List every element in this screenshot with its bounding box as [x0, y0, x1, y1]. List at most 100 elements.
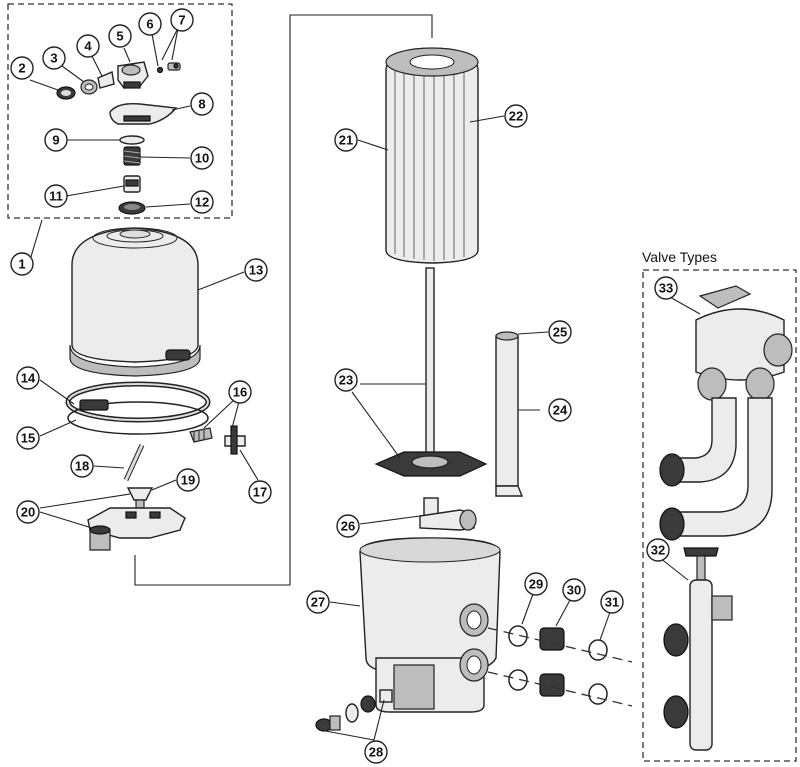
callout-28: 28 [364, 740, 388, 764]
svg-text:30: 30 [567, 583, 581, 598]
svg-text:6: 6 [146, 17, 153, 32]
svg-text:14: 14 [21, 371, 36, 386]
callout-16: 16 [228, 380, 252, 404]
svg-text:10: 10 [195, 151, 209, 166]
callout-29: 29 [524, 572, 548, 596]
callout-15: 15 [16, 426, 40, 450]
callout-7: 7 [170, 8, 194, 32]
svg-text:22: 22 [509, 109, 523, 124]
callout-8: 8 [190, 92, 214, 116]
svg-text:28: 28 [369, 745, 383, 760]
callout-22: 22 [504, 104, 528, 128]
svg-text:4: 4 [84, 39, 92, 54]
svg-text:17: 17 [253, 485, 267, 500]
callout-19: 19 [176, 468, 200, 492]
callout-13: 13 [244, 258, 268, 282]
callout-32: 32 [646, 538, 670, 562]
callout-24: 24 [548, 398, 572, 422]
svg-text:26: 26 [341, 519, 355, 534]
callout-21: 21 [334, 128, 358, 152]
callout-17: 17 [248, 480, 272, 504]
svg-text:33: 33 [659, 281, 673, 296]
part-7-screw [167, 62, 181, 71]
part-14-clamp-ring [65, 381, 211, 435]
svg-text:12: 12 [195, 195, 209, 210]
callout-27: 27 [306, 590, 330, 614]
svg-text:31: 31 [605, 595, 619, 610]
callout-12: 12 [190, 190, 214, 214]
part-17-drain-plug [224, 425, 246, 455]
callout-26: 26 [336, 514, 360, 538]
part-28-drain-assembly [315, 689, 393, 732]
svg-text:5: 5 [116, 29, 123, 44]
part-4-cone [97, 71, 115, 89]
union-centerline-upper [487, 627, 633, 663]
part-24-bypass-pipe [495, 331, 524, 497]
callout-20: 20 [16, 500, 40, 524]
union-centerline-lower [487, 671, 633, 707]
svg-text:23: 23 [339, 373, 353, 388]
part-21-filter-element [385, 47, 479, 264]
svg-text:21: 21 [339, 133, 353, 148]
part-10-spring [123, 146, 141, 166]
part-12-nut [118, 201, 146, 215]
svg-text:1: 1 [18, 257, 25, 272]
callout-14: 14 [16, 366, 40, 390]
part-18-air-tube [123, 443, 145, 482]
svg-text:11: 11 [49, 189, 63, 204]
part-23-standpipe [374, 267, 488, 477]
valve-types-title: Valve Types [642, 249, 717, 265]
callout-6: 6 [138, 12, 162, 36]
assembly-connector-line [134, 14, 433, 586]
part-9-o-ring [119, 135, 145, 145]
part-8-handle [109, 102, 178, 125]
callout-4: 4 [76, 34, 100, 58]
valve-types-dashed-box [642, 269, 797, 762]
part-27-tank-body [359, 537, 501, 713]
callout-18: 18 [70, 454, 94, 478]
callout-11: 11 [44, 184, 68, 208]
part-32-push-pull-valve [663, 547, 733, 751]
svg-text:18: 18 [75, 459, 89, 474]
top-assembly-dashed-box [7, 3, 233, 219]
svg-text:27: 27 [311, 595, 325, 610]
part-13-tank-lid [69, 227, 201, 377]
svg-text:29: 29 [529, 577, 543, 592]
part-19-diffuser [126, 487, 154, 509]
svg-text:2: 2 [18, 61, 25, 76]
svg-text:19: 19 [181, 473, 195, 488]
part-30-union-adapters [539, 627, 565, 697]
svg-text:20: 20 [21, 505, 35, 520]
part-11-adapter [123, 175, 141, 193]
svg-text:25: 25 [553, 325, 567, 340]
callout-23: 23 [334, 368, 358, 392]
svg-text:9: 9 [52, 133, 59, 148]
svg-text:7: 7 [178, 13, 185, 28]
callout-25: 25 [548, 320, 572, 344]
callout-3: 3 [42, 46, 66, 70]
part-29-o-rings [508, 625, 528, 691]
part-33-multiport-valve [659, 285, 793, 541]
callout-33: 33 [654, 276, 678, 300]
callout-5: 5 [108, 24, 132, 48]
callout-2: 2 [10, 56, 34, 80]
part-6-ball [156, 66, 164, 74]
callout-31: 31 [600, 590, 624, 614]
leader-lines [29, 27, 701, 741]
part-2-o-ring [56, 86, 76, 100]
part-3-nut [80, 79, 98, 95]
part-31-o-rings [588, 639, 608, 705]
svg-text:15: 15 [21, 431, 35, 446]
callout-1: 1 [10, 252, 34, 276]
callout-9: 9 [44, 128, 68, 152]
part-26-elbow [419, 497, 477, 531]
part-16-drain-cap [189, 427, 213, 443]
part-5-air-relief-valve [117, 61, 149, 89]
callout-10: 10 [190, 146, 214, 170]
part-20-manifold [87, 507, 186, 551]
svg-text:13: 13 [249, 263, 263, 278]
svg-text:32: 32 [651, 543, 665, 558]
svg-text:16: 16 [233, 385, 247, 400]
svg-text:24: 24 [553, 403, 568, 418]
